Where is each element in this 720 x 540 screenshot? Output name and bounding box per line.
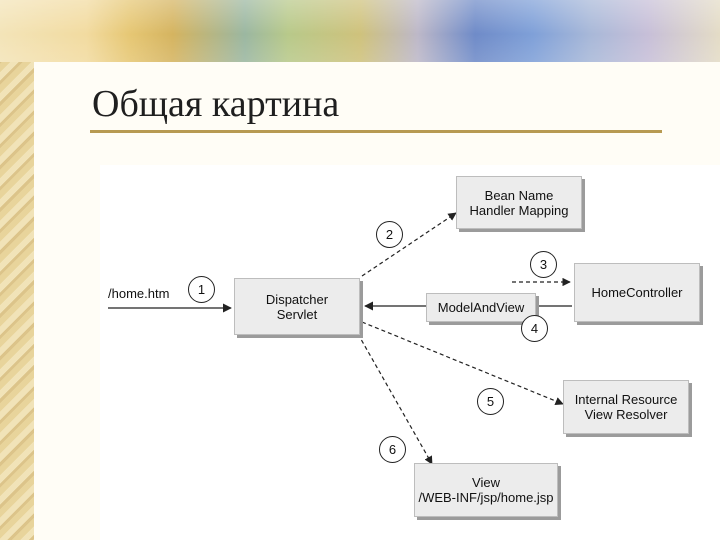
view-box: View /WEB-INF/jsp/home.jsp (414, 463, 558, 517)
view-line-1: View (472, 475, 500, 490)
dispatcher-line-2: Servlet (276, 306, 318, 322)
banner-highlight (0, 0, 720, 62)
view-resolver-line-2: View Resolver (584, 407, 668, 422)
diagram-area (100, 165, 720, 540)
decorative-leaf-banner (0, 0, 720, 62)
step-6-marker: 6 (379, 436, 406, 463)
slide-title: Общая картина (92, 83, 340, 125)
title-underline (90, 130, 662, 133)
step-3-marker: 3 (530, 251, 557, 278)
dispatcher-servlet-box: Dispatcher Servlet (234, 278, 360, 335)
handler-mapping-line-1: Bean Name (484, 187, 554, 203)
arrow-to-view-resolver (361, 321, 564, 406)
step-1-marker: 1 (188, 276, 215, 303)
home-controller-label: HomeController (591, 285, 683, 300)
model-and-view-box: ModelAndView (426, 293, 536, 322)
step-2-marker: 2 (376, 221, 403, 248)
dispatcher-line-1: Dispatcher (265, 291, 329, 307)
decorative-paper-border (0, 0, 34, 540)
arrow-to-handler-mapping (361, 212, 457, 277)
step-5-marker: 5 (477, 388, 504, 415)
step-4-marker: 4 (521, 315, 548, 342)
request-url-label: /home.htm (108, 286, 170, 301)
handler-mapping-box: Bean Name Handler Mapping (456, 176, 582, 229)
home-controller-box: HomeController (574, 263, 700, 322)
view-resolver-line-1: Internal Resource (574, 392, 678, 407)
view-line-2: /WEB-INF/jsp/home.jsp (418, 490, 554, 505)
view-resolver-box: Internal Resource View Resolver (563, 380, 689, 434)
handler-mapping-line-2: Handler Mapping (469, 202, 569, 218)
arrow-to-view (357, 333, 433, 465)
model-and-view-label: ModelAndView (437, 300, 525, 315)
